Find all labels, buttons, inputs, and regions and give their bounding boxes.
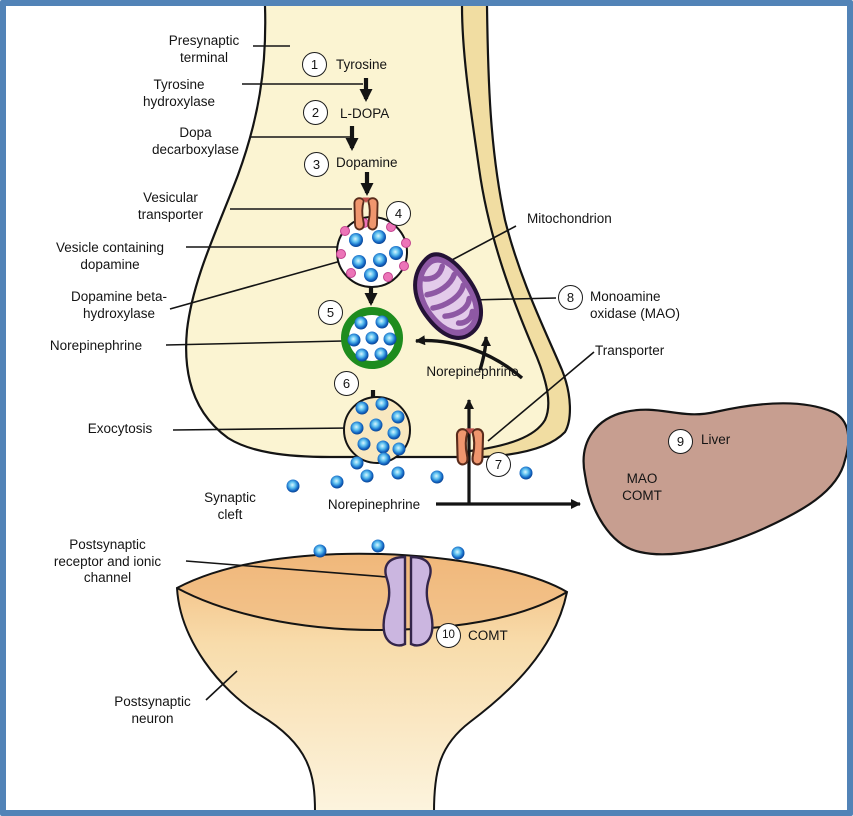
label-transporter: Transporter — [595, 343, 665, 358]
step-2-marker: 2 — [303, 100, 328, 125]
step-8-marker: 8 — [558, 285, 583, 310]
norepinephrine-vesicle-icon — [341, 307, 403, 369]
label-vesicle-containing-dopamine: Vesicle containing dopamine — [55, 240, 165, 272]
label-postsynaptic-receptor: Postsynaptic receptor and ionic channel — [53, 537, 162, 585]
postsynaptic-outline — [175, 552, 569, 813]
label-exocytosis: Exocytosis — [87, 421, 153, 436]
dopamine-dots — [349, 230, 403, 282]
terminal-outline — [185, 5, 572, 459]
postsynaptic-rim-shading — [177, 553, 567, 630]
step-7-marker: 7 — [486, 452, 511, 477]
step-1-marker: 1 — [302, 52, 327, 77]
step-1-label: Tyrosine — [336, 57, 388, 72]
exocytosis-vesicle-icon — [343, 396, 411, 464]
receptor-channel-icon — [382, 555, 434, 647]
label-tyrosine-hydroxylase: Tyrosine hydroxylase — [142, 77, 216, 109]
label-norepinephrine-cleft: Norepinephrine — [327, 497, 421, 512]
step-4-marker: 4 — [386, 201, 411, 226]
step-6-marker: 6 — [334, 371, 359, 396]
label-dopamine-beta-hydroxylase: Dopamine beta- hydroxylase — [70, 289, 168, 321]
label-norepinephrine-recycled: Norepinephrine — [426, 364, 519, 379]
label-presynaptic-terminal: Presynaptic terminal — [168, 33, 240, 65]
step-9-label: Liver — [701, 432, 731, 447]
mitochondrion-cristae — [421, 263, 476, 326]
step-10-label: COMT — [468, 628, 508, 643]
step-9-marker: 9 — [668, 429, 693, 454]
label-synaptic-cleft: Synaptic cleft — [204, 490, 256, 522]
step-5-marker: 5 — [318, 300, 343, 325]
label-vesicular-transporter: Vesicular transporter — [137, 190, 204, 222]
step-3-marker: 3 — [304, 152, 329, 177]
cleft-norepinephrine-dots — [286, 452, 533, 560]
step-8-label: Monoamine oxidase (MAO) — [590, 289, 681, 321]
step-2-label: L-DOPA — [340, 106, 390, 121]
label-mitochondrion: Mitochondrion — [527, 211, 612, 226]
step-10-marker: 10 — [436, 623, 461, 648]
label-dopa-decarboxylase: Dopa decarboxylase — [151, 125, 240, 157]
terminal-membrane-band — [462, 6, 570, 457]
step-3-label: Dopamine — [336, 155, 398, 170]
label-postsynaptic-neuron: Postsynaptic neuron — [114, 694, 191, 726]
label-liver-enzymes: MAO COMT — [622, 471, 662, 503]
label-norepinephrine-vesicle: Norepinephrine — [49, 338, 143, 353]
mitochondrion-icon — [413, 252, 484, 340]
leader-lines — [165, 45, 595, 701]
vesicle-dopamine-icon — [336, 196, 411, 288]
